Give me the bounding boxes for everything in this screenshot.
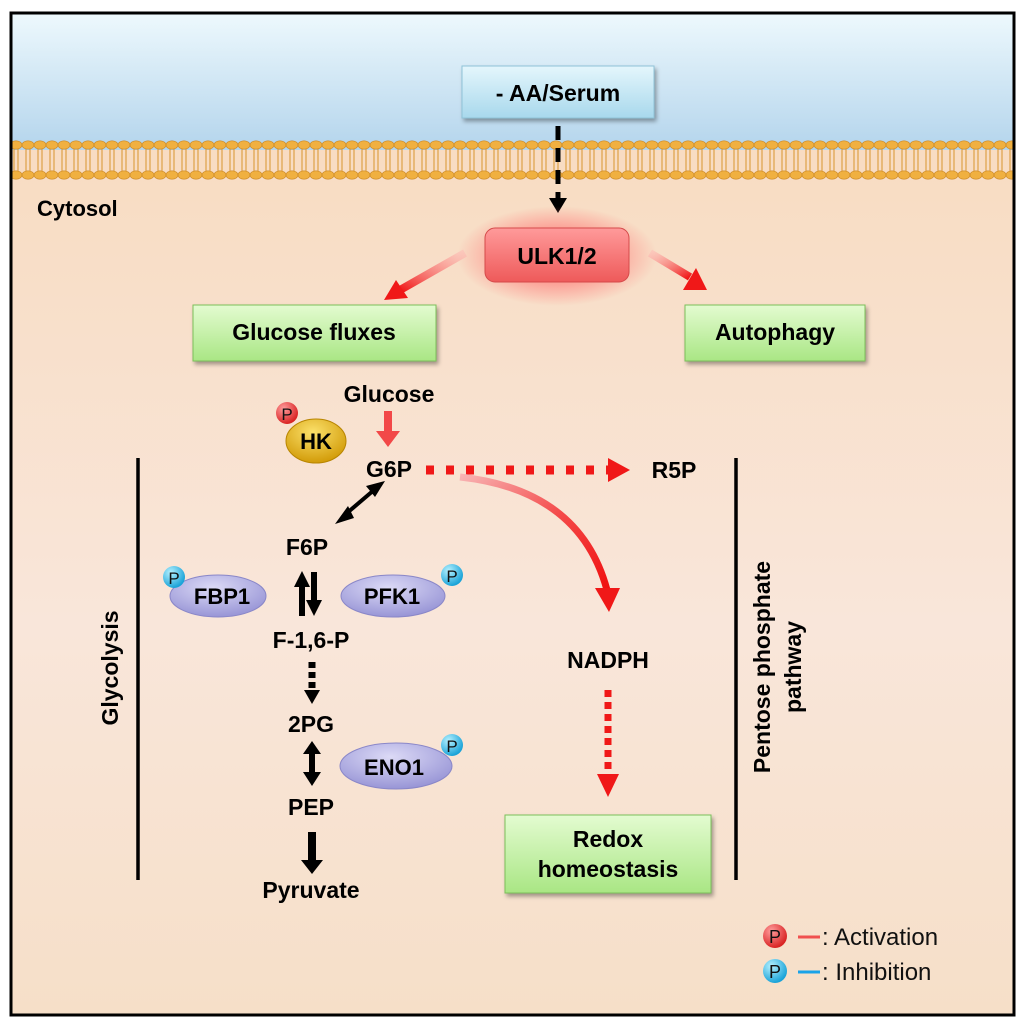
redox-label-line1: Redox — [573, 826, 644, 852]
cell-membrane — [10, 140, 1015, 180]
pep-to-pyruvate-arrowhead — [301, 860, 323, 874]
svg-text:P: P — [281, 405, 292, 424]
figure-frame — [9, 11, 1016, 1017]
f6p-f16p-reversible-arrows — [294, 571, 322, 616]
fbp1-label: FBP1 — [194, 584, 250, 609]
autophagy-box — [684, 304, 866, 362]
hk-label: HK — [300, 429, 332, 454]
hk-phospho-activation-icon: P — [276, 402, 298, 424]
2pg-pep-bidirectional-arrow — [303, 741, 321, 786]
glycolysis-label: Glycolysis — [97, 610, 123, 725]
legend-activation: P : Activation — [763, 924, 938, 951]
fbp1-enzyme: FBP1 — [169, 574, 267, 618]
metabolite-2pg: 2PG — [288, 711, 334, 737]
legend-inhibition: P : Inhibition — [763, 959, 931, 986]
ulk-to-autophagy-arrow — [647, 249, 707, 290]
eno1-label: ENO1 — [364, 755, 424, 780]
f16p-to-2pg-arrowhead — [304, 690, 320, 704]
ulk-to-glucose-fluxes-arrow — [384, 249, 467, 300]
legend: P : Activation P : Inhibition — [763, 924, 938, 986]
legend-inhibition-phospho-icon — [763, 959, 787, 983]
stimulus-label: - AA/Serum — [496, 80, 620, 106]
ppp-label-line1: Pentose phosphate — [749, 561, 775, 773]
svg-text:P: P — [446, 567, 457, 586]
glucose-fluxes-box — [192, 304, 437, 362]
metabolite-r5p: R5P — [652, 457, 697, 483]
g6p-to-r5p-arrowhead — [608, 458, 630, 482]
metabolite-f16p: F-1,6-P — [273, 627, 350, 653]
fbp1-phospho-inhibition-icon: P — [163, 566, 185, 588]
ulk-box — [484, 227, 630, 283]
legend-activation-label: : Activation — [822, 924, 938, 951]
glucose-to-g6p-arrow — [376, 411, 400, 447]
g6p-to-nadph-arrowhead — [595, 588, 620, 612]
glucose-fluxes-label: Glucose fluxes — [232, 319, 396, 345]
stimulus-box — [461, 65, 655, 119]
metabolite-g6p: G6P — [366, 456, 412, 482]
svg-text:P: P — [446, 737, 457, 756]
svg-text:P: P — [769, 962, 781, 982]
metabolite-nadph: NADPH — [567, 647, 649, 673]
eno1-phospho-inhibition-icon: P — [441, 734, 463, 756]
autophagy-label: Autophagy — [715, 319, 835, 345]
ppp-label-line2: pathway — [780, 621, 806, 713]
legend-activation-phospho-icon — [763, 924, 787, 948]
pep-to-pyruvate-arrow-shaft — [308, 832, 316, 862]
redox-homeostasis-box — [504, 814, 712, 894]
svg-text:P: P — [168, 569, 179, 588]
stimulus-to-ulk-arrowhead — [549, 198, 567, 213]
redox-label-line2: homeostasis — [538, 856, 679, 882]
g6p-f6p-bidirectional-arrow — [335, 481, 385, 524]
eno1-enzyme: ENO1 — [339, 742, 453, 790]
cytosol-label: Cytosol — [37, 196, 118, 221]
svg-text:P: P — [769, 927, 781, 947]
ulk-label: ULK1/2 — [517, 243, 596, 269]
pfk1-phospho-inhibition-icon: P — [441, 564, 463, 586]
metabolite-f6p: F6P — [286, 534, 328, 560]
legend-inhibition-label: : Inhibition — [822, 959, 931, 986]
metabolite-pep: PEP — [288, 794, 334, 820]
metabolite-pyruvate: Pyruvate — [262, 877, 359, 903]
nadph-to-redox-arrowhead — [597, 774, 619, 797]
pfk1-label: PFK1 — [364, 584, 420, 609]
pfk1-enzyme: PFK1 — [340, 574, 446, 618]
hk-enzyme: HK — [285, 418, 347, 464]
metabolite-glucose: Glucose — [344, 381, 435, 407]
g6p-to-nadph-arrow-curve — [459, 473, 611, 591]
